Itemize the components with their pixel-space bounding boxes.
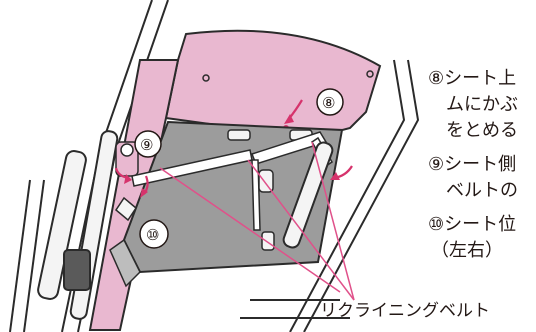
step-9-text-line2: ベルトの xyxy=(446,178,518,204)
step-10-text-line1: ⑩シート位 xyxy=(428,212,516,238)
badge-10: ⑩ xyxy=(140,220,168,248)
step-9-text-line1: ⑨シート側 xyxy=(428,152,516,178)
badge-9-label: ⑨ xyxy=(140,136,153,154)
reclining-belt-label: リクライニングベルト xyxy=(320,300,490,322)
badge-8-label: ⑧ xyxy=(322,94,335,112)
step-8-text-line3: をとめる xyxy=(446,118,518,144)
step-10-text-line2: （左右） xyxy=(431,238,503,264)
badge-9: ⑨ xyxy=(135,131,161,157)
step-8-text-line1: ⑧シート上 xyxy=(428,66,516,92)
badge-8: ⑧ xyxy=(317,89,343,115)
badge-10-label: ⑩ xyxy=(146,226,159,244)
step-8-text-line2: ムにかぶ xyxy=(446,92,518,118)
